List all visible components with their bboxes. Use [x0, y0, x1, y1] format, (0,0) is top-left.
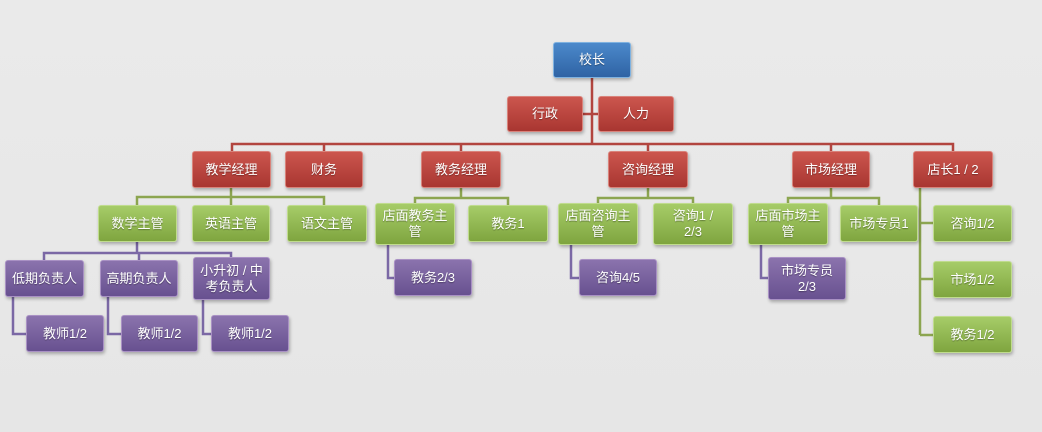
org-node-teacher-group-1: 教师1/2	[26, 315, 104, 352]
red-connectors	[230, 78, 955, 152]
org-node-senior-stage-lead: 高期负责人	[100, 260, 178, 297]
org-node-academic-manager: 教务经理	[421, 151, 501, 188]
connector-exam-teachers	[201, 300, 211, 336]
org-node-marketing-specialist-1: 市场专员1	[840, 205, 918, 242]
org-node-hr: 人力	[598, 96, 674, 132]
org-node-consulting-12: 咨询1/2	[933, 205, 1012, 242]
connector-store-marketing-child	[759, 245, 768, 280]
org-node-english-supervisor: 英语主管	[192, 205, 270, 242]
connector-academic-children	[413, 188, 510, 206]
green-connectors	[135, 188, 933, 337]
org-node-marketing-12: 市场1/2	[933, 261, 1012, 298]
connector-store-academic-child	[386, 245, 394, 280]
org-node-academic-12: 教务1/2	[933, 316, 1012, 353]
org-node-teacher-group-3: 教师1/2	[211, 315, 289, 352]
org-node-teacher-group-2: 教师1/2	[121, 315, 198, 352]
org-node-consulting-manager: 咨询经理	[608, 151, 688, 188]
org-node-academic-1: 教务1	[468, 205, 548, 242]
org-node-store-consulting-supervisor: 店面咨询主 管	[558, 203, 638, 245]
org-node-store-academic-supervisor: 店面教务主 管	[375, 203, 455, 245]
org-node-consulting-1-23: 咨询1 / 2/3	[653, 203, 733, 245]
org-node-math-supervisor: 数学主管	[98, 205, 177, 242]
org-node-chinese-supervisor: 语文主管	[287, 205, 367, 242]
connector-marketing-children	[786, 188, 881, 206]
connector-math-children	[42, 242, 233, 261]
org-node-marketing-specialist-23: 市场专员 2/3	[768, 257, 846, 300]
org-node-admin: 行政	[507, 96, 583, 132]
org-node-finance: 财务	[285, 151, 363, 188]
connector-senior-teachers	[106, 297, 121, 336]
connector-level3-rail	[230, 142, 955, 152]
connector-store-consulting-child	[569, 245, 579, 280]
org-node-consulting-45: 咨询4/5	[579, 259, 657, 296]
connector-teaching-children	[135, 188, 326, 206]
org-node-teaching-manager: 教学经理	[192, 151, 271, 188]
org-node-principal: 校长	[553, 42, 631, 78]
org-node-store-manager: 店长1 / 2	[913, 151, 993, 188]
org-node-academic-23: 教务2/3	[394, 259, 472, 296]
connector-junior-teachers	[11, 297, 26, 336]
org-node-store-marketing-supervisor: 店面市场主 管	[748, 203, 828, 245]
org-node-junior-stage-lead: 低期负责人	[5, 260, 84, 297]
connector-consulting-children	[596, 188, 695, 204]
org-node-exam-lead: 小升初 / 中 考负责人	[193, 257, 270, 300]
org-node-marketing-manager: 市场经理	[792, 151, 870, 188]
purple-connectors	[11, 242, 768, 336]
connector-store-manager-children	[918, 188, 933, 337]
